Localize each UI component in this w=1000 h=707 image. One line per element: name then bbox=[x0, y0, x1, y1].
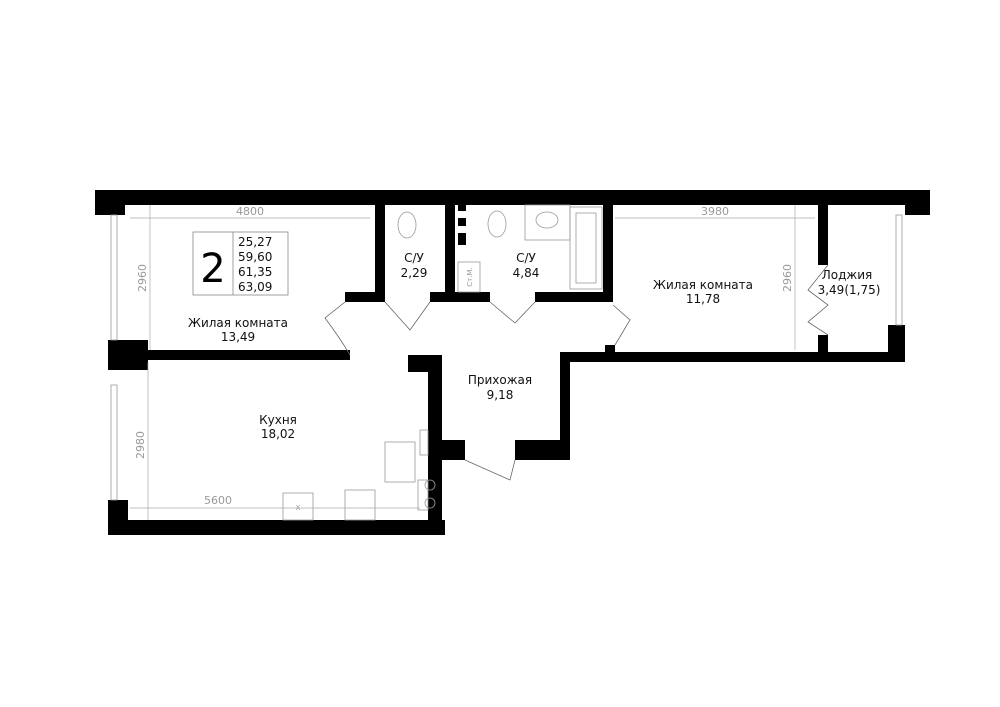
dim-room2-depth: 2960 bbox=[781, 264, 794, 292]
washer-mark: X bbox=[296, 504, 301, 512]
area-with-loggia-reduced: 61,35 bbox=[238, 265, 272, 279]
room-name: Лоджия bbox=[822, 268, 873, 282]
dim-room2-width: 3980 bbox=[701, 205, 729, 218]
room-area: 18,02 bbox=[261, 427, 295, 441]
room-area: 13,49 bbox=[221, 330, 255, 344]
fixtures bbox=[282, 204, 603, 521]
room-name: Кухня bbox=[259, 413, 297, 427]
dim-kitchen-width: 5600 bbox=[204, 494, 232, 507]
room-name: С/У bbox=[516, 251, 536, 265]
dim-kitchen-depth: 2980 bbox=[134, 431, 147, 459]
room-name: Прихожая bbox=[468, 373, 532, 387]
apartment-summary-box: 2 25,27 59,60 61,35 63,09 bbox=[192, 231, 289, 296]
room-area: 4,84 bbox=[513, 266, 540, 280]
dim-room1-depth: 2960 bbox=[136, 264, 149, 292]
room-area: 11,78 bbox=[686, 292, 720, 306]
dimension-lines bbox=[130, 205, 815, 520]
room-area: 2,29 bbox=[401, 266, 428, 280]
area-total: 59,60 bbox=[238, 250, 272, 264]
shaft-label: Ст.М. bbox=[466, 267, 474, 286]
room-area: 3,49(1,75) bbox=[818, 283, 881, 297]
room-area: 9,18 bbox=[487, 388, 514, 402]
dim-room1-width: 4800 bbox=[236, 205, 264, 218]
room-name: Жилая комната bbox=[188, 316, 288, 330]
walls bbox=[95, 190, 930, 535]
windows bbox=[110, 214, 903, 501]
area-with-loggia: 63,09 bbox=[238, 280, 272, 294]
rooms-count: 2 bbox=[200, 246, 225, 292]
doors bbox=[324, 264, 829, 481]
area-living: 25,27 bbox=[238, 235, 272, 249]
room-name: Жилая комната bbox=[653, 278, 753, 292]
room-name: С/У bbox=[404, 251, 424, 265]
